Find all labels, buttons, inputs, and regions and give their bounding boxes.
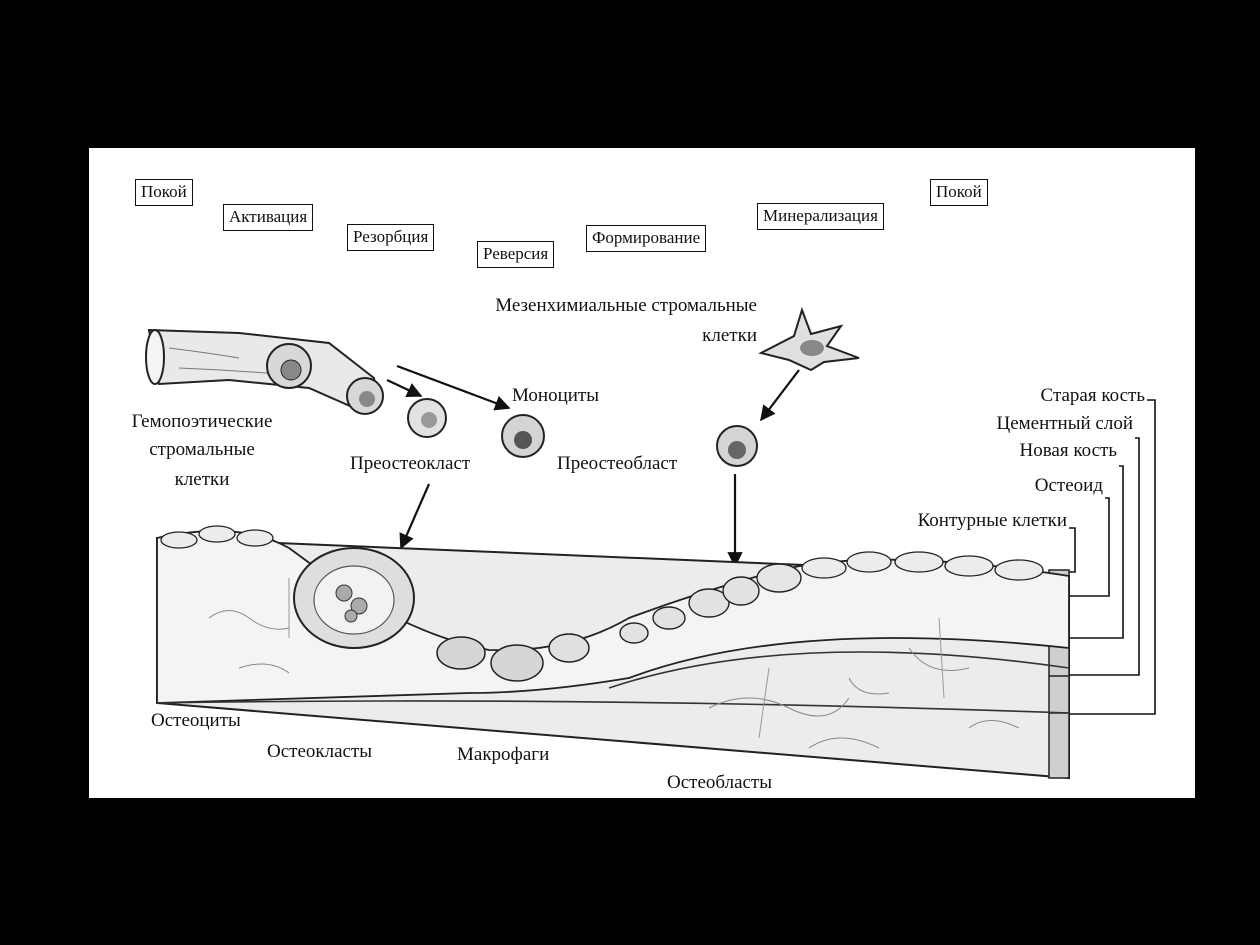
label-hematopoietic-line1: Гемопоэтические [131,411,273,432]
phase-activation: Активация [223,204,314,231]
label-preosteoclast: Преостеокласт [350,453,471,474]
monocyte-cell [501,414,545,458]
diagram-panel: Покой Активация Резорбция Реверсия Форми… [89,148,1195,798]
label-new-bone: Новая кость [1019,440,1117,461]
phase-mineralization: Минерализация [757,203,884,230]
label-preosteoblast: Преостеобласт [557,453,678,474]
label-hematopoietic-line2: стромальные [149,439,255,460]
label-osteocytes: Остеоциты [151,710,241,731]
phase-resorption: Резорбция [347,224,435,251]
label-monocytes: Моноциты [512,385,599,406]
phase-formation: Формирование [586,225,707,252]
label-osteoid: Остеоид [1034,475,1103,496]
phase-rest-end: Покой [930,179,988,206]
label-hematopoietic-line3: клетки [174,469,230,490]
label-old-bone: Старая кость [1040,385,1145,406]
label-osteoblasts: Остеобласты [667,772,773,793]
bone-block [156,525,1070,780]
label-mesenchymal-line2: клетки [702,325,757,346]
label-cement-layer: Цементный слой [996,413,1133,434]
preosteoblast-cell [716,425,758,467]
layer-leader-lines [1069,399,1156,715]
blood-vessel [145,328,384,415]
phase-rest-start: Покой [135,179,193,206]
label-mesenchymal-line1: Мезенхимиальные стромальные [495,295,757,316]
label-lining-cells: Контурные клетки [917,510,1067,531]
label-macrophages: Макрофаги [457,744,550,765]
bone-remodeling-illustration [145,306,1156,780]
phase-reversal: Реверсия [477,241,555,268]
process-arrows [386,364,800,568]
mesenchymal-cell [758,306,860,372]
label-osteoclasts: Остеокласты [267,741,373,762]
preosteoclast-cell [407,398,447,438]
